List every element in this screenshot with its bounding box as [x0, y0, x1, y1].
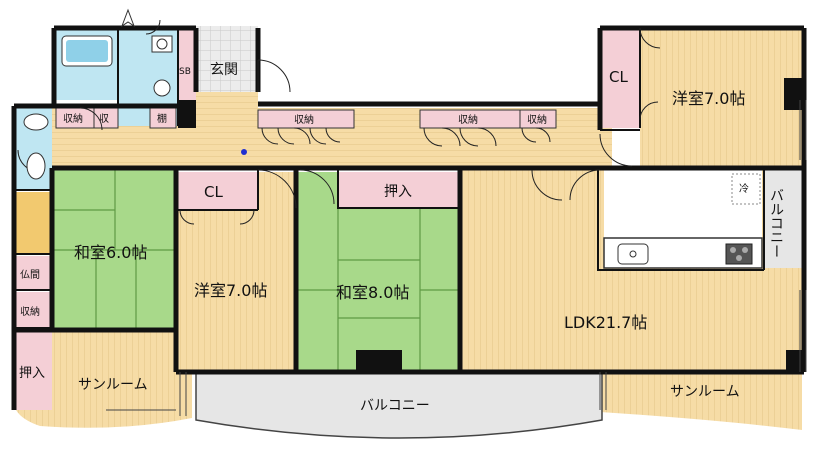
walls	[11, 25, 807, 410]
yoshitsu-middle-floor	[178, 210, 296, 370]
oshiire-west-floor	[16, 330, 52, 410]
label-balcony-east: バルコニー	[768, 188, 784, 258]
oshiire-middle-floor	[338, 172, 460, 208]
label-washitsu-60: 和室6.0帖	[74, 243, 147, 262]
doors	[17, 19, 661, 225]
label-cl-northeast: CL	[609, 68, 628, 86]
sunroom-west-curve	[16, 410, 192, 428]
label-genkan: 玄関	[210, 61, 238, 78]
label-oshiire-middle: 押入	[384, 184, 412, 200]
label-rei: 冷	[739, 182, 749, 195]
label-butsuma: 仏間	[20, 269, 40, 281]
west-cabinet	[16, 192, 52, 254]
sunroom-west-floor	[52, 332, 192, 410]
bathtub-icon	[61, 35, 113, 67]
yoshitsu-northeast-floor	[640, 28, 802, 168]
entrance-step	[196, 92, 258, 110]
toilet-icon	[23, 113, 49, 180]
closet-strip	[258, 172, 296, 210]
label-ldk: LDK21.7帖	[564, 313, 647, 332]
pillar-hall	[178, 100, 196, 128]
balcony-south-floor	[195, 371, 603, 439]
shuno-west-floor	[16, 292, 52, 328]
label-oshiire-west: 押入	[19, 366, 45, 381]
label-cl-middle: CL	[204, 183, 223, 201]
fridge-space	[731, 173, 761, 205]
label-yoshitsu-middle: 洋室7.0帖	[194, 281, 267, 300]
label-washitsu-80: 和室8.0帖	[336, 283, 409, 302]
label-shuno-west: 収納	[20, 305, 40, 318]
label-yoshitsu-northeast: 洋室7.0帖	[672, 89, 745, 108]
label-sunroom-west: サンルーム	[78, 377, 148, 393]
label-sb: SB	[179, 67, 191, 77]
butsuma-floor	[16, 256, 52, 290]
cl-northeast-floor	[600, 28, 640, 128]
north-arrow-icon	[120, 8, 136, 28]
washitsu-80-floor	[298, 208, 460, 370]
kitchen-sink-icon	[617, 243, 649, 265]
shuno-hall1-strip	[257, 109, 355, 129]
location-dot-icon	[241, 149, 247, 155]
tokonoma	[356, 350, 402, 370]
balcony-east-floor	[764, 170, 802, 268]
label-shuno-hall3: 収納	[527, 113, 547, 126]
label-shuno-hall1: 収納	[294, 113, 314, 126]
label-sunroom-east: サンルーム	[670, 384, 740, 400]
cl-middle-floor	[178, 172, 258, 210]
sink-icon	[151, 35, 173, 97]
sunroom-east-floor	[600, 372, 802, 430]
pillar-northeast	[784, 78, 802, 110]
label-balcony-south: バルコニー	[360, 398, 430, 414]
stove-icon	[725, 243, 753, 265]
label-shuno-hall2: 収納	[458, 113, 478, 126]
label-shuno-left: 収納	[63, 112, 83, 125]
washitsu-80-alcove	[298, 172, 338, 208]
pillar-southeast	[786, 350, 804, 374]
label-tana: 棚	[157, 112, 167, 125]
label-shu-short: 収	[99, 113, 109, 125]
